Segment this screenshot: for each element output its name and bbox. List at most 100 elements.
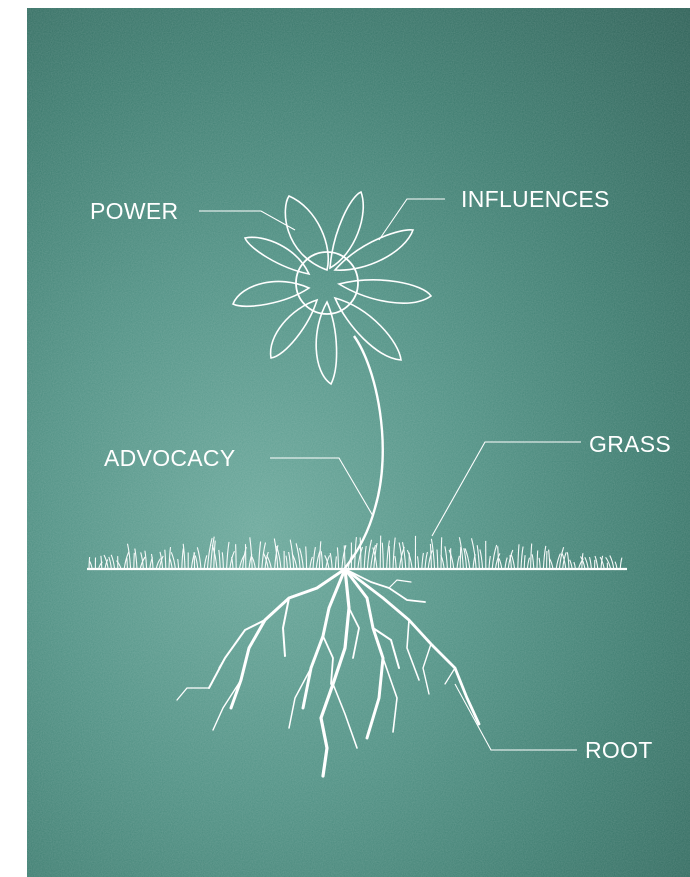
grass-blade	[123, 551, 130, 570]
grass-blade	[523, 555, 526, 570]
grass-blade	[159, 551, 164, 570]
grass-blade	[619, 557, 623, 570]
roots	[176, 567, 481, 778]
grass-blade	[398, 542, 404, 570]
grass-blade	[249, 537, 253, 570]
grass-blade	[343, 545, 346, 570]
grass-blade	[456, 555, 460, 570]
advocacy-leader-line	[270, 457, 374, 517]
grass-blade	[150, 553, 154, 570]
grass-blade	[588, 556, 592, 570]
grass-blade	[206, 537, 213, 570]
grass-blade	[126, 557, 128, 570]
grass-blade	[134, 548, 138, 570]
grass-blade	[155, 558, 161, 570]
grass-blade	[401, 541, 407, 570]
grass-blade	[203, 555, 208, 570]
grass-blade	[251, 556, 256, 570]
grass-blade	[168, 547, 172, 570]
grass-blade	[320, 551, 324, 570]
grass-blade	[470, 538, 477, 570]
grass-blade	[440, 554, 445, 570]
grass-blade	[226, 541, 230, 570]
grass-blade	[580, 556, 586, 570]
grass-blade	[193, 552, 196, 570]
grass-blade	[285, 555, 288, 570]
grass-blade	[261, 542, 267, 570]
grass-blade	[464, 548, 471, 570]
grass-blade	[424, 551, 428, 570]
flower-diagram-illustration	[27, 8, 690, 877]
grass-blade	[275, 546, 282, 570]
grass-blade	[436, 549, 439, 570]
grass-blade	[336, 547, 340, 570]
grass-blade	[334, 556, 337, 570]
leader-lines	[199, 198, 581, 751]
grass-blade	[494, 553, 501, 570]
grass-blade	[566, 552, 570, 570]
grass-blade	[309, 556, 313, 570]
grass-blade	[324, 555, 330, 570]
grass-blade	[421, 552, 424, 570]
grass-blade	[354, 537, 357, 570]
grass-blade	[103, 554, 109, 570]
grass-blade	[394, 555, 397, 570]
grass-blade	[498, 558, 503, 570]
grass-blade	[126, 543, 132, 570]
grass-blade	[218, 549, 221, 570]
flower-stem	[344, 335, 384, 569]
grass-blade	[605, 556, 612, 570]
grass-blade	[555, 553, 561, 570]
grass-blade	[594, 555, 599, 570]
grass-blade	[289, 539, 295, 570]
grass-blade	[406, 549, 413, 570]
grass-blade	[558, 547, 565, 570]
grass-blade	[295, 543, 301, 570]
grass-blade	[476, 545, 480, 570]
root-leader-line	[454, 683, 577, 751]
grass-blade	[548, 549, 551, 570]
grass-blade	[427, 550, 433, 570]
grass-blade	[116, 560, 122, 570]
grass-blade	[488, 555, 491, 570]
grass-blade	[108, 556, 112, 570]
grass-blade	[273, 538, 279, 570]
grass-blade	[526, 557, 531, 570]
grass-blade	[140, 552, 144, 570]
grass-blade	[531, 554, 535, 570]
grass-blade	[614, 561, 618, 570]
label-power: POWER	[90, 198, 179, 224]
grass-blade	[370, 544, 377, 570]
grass-blade	[196, 547, 202, 570]
grass-blade	[504, 557, 508, 570]
grass-blade	[266, 555, 272, 570]
grass-blade	[158, 555, 164, 570]
grass-blade	[110, 554, 116, 570]
power-leader-line	[199, 210, 296, 231]
grass-blade	[288, 551, 292, 570]
grass-blade	[164, 549, 167, 570]
grass-blade	[416, 556, 420, 570]
grass-blade	[104, 559, 109, 570]
grass-blade	[510, 554, 516, 570]
grass-blade	[363, 546, 367, 570]
grass-blade	[569, 559, 573, 570]
grass-blade	[573, 561, 576, 570]
flower-petals	[231, 190, 433, 386]
grass-blade	[609, 555, 615, 570]
grass-blade	[182, 543, 186, 570]
label-advocacy: ADVOCACY	[104, 445, 236, 471]
grass-blade	[379, 535, 382, 570]
grass-blade	[440, 537, 443, 570]
grass-blade	[599, 556, 605, 570]
grass-blade	[578, 558, 584, 570]
label-root: ROOT	[585, 737, 653, 763]
grass-blade	[100, 555, 103, 570]
grass-blade	[388, 545, 391, 570]
grass-blade	[144, 550, 148, 570]
grass-blade	[291, 553, 298, 570]
grass-blade	[463, 548, 468, 570]
grass-blade	[386, 540, 390, 570]
grass-blade	[359, 537, 362, 570]
diagram-panel: POWER INFLUENCES ADVOCACY GRASS ROOT	[27, 8, 690, 877]
